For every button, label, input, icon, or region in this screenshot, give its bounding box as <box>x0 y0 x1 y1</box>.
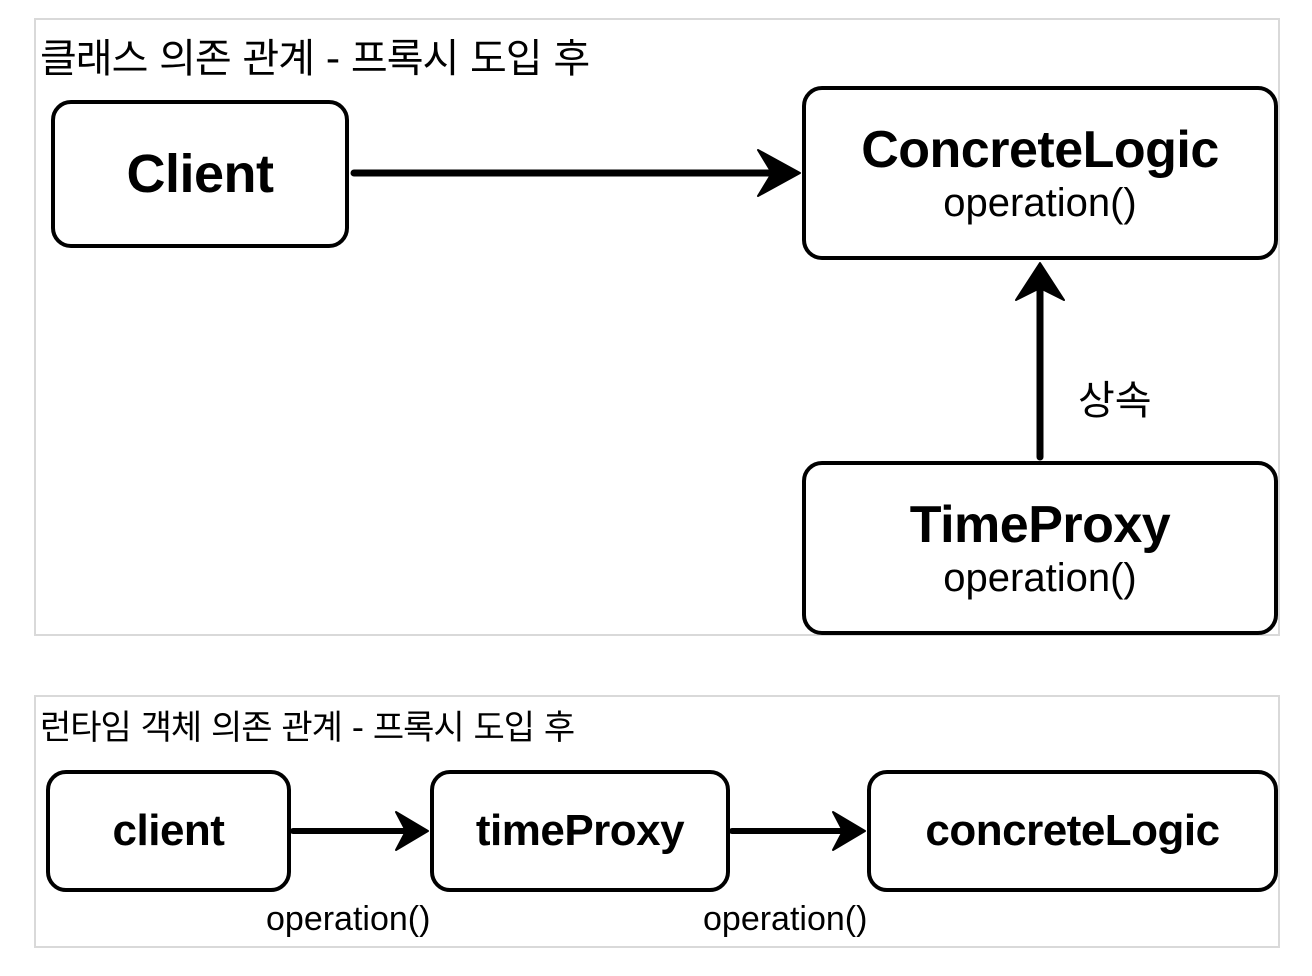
call-label-proxy-to-logic: operation() <box>703 900 868 938</box>
arrow-inheritance-time-proxy-to-concrete-logic <box>1015 262 1065 461</box>
concrete-logic-method: operation() <box>943 180 1137 225</box>
runtime-dependency-title: 런타임 객체 의존 관계 - 프록시 도입 후 <box>40 708 575 748</box>
concrete-logic-class-name: ConcreteLogic <box>861 121 1219 180</box>
client-class-name: Client <box>126 144 274 204</box>
client-object-name: client <box>112 806 225 855</box>
time-proxy-method: operation() <box>943 555 1137 600</box>
arrow-runtime-client-to-proxy <box>290 811 429 851</box>
client-class-box: Client <box>51 100 349 248</box>
concrete-logic-object-box: concreteLogic <box>867 770 1278 892</box>
client-object-box: client <box>46 770 291 892</box>
class-dependency-title: 클래스 의존 관계 - 프록시 도입 후 <box>40 36 590 82</box>
time-proxy-class-name: TimeProxy <box>909 496 1171 555</box>
time-proxy-object-box: timeProxy <box>430 770 730 892</box>
call-label-client-to-proxy: operation() <box>266 900 431 938</box>
concrete-logic-object-name: concreteLogic <box>925 806 1220 855</box>
time-proxy-object-name: timeProxy <box>475 806 685 855</box>
inheritance-label: 상속 <box>1078 378 1152 424</box>
arrow-client-to-concrete-logic <box>350 149 801 197</box>
arrow-runtime-proxy-to-logic <box>729 811 866 851</box>
concrete-logic-class-box: ConcreteLogic operation() <box>802 86 1278 260</box>
time-proxy-class-box: TimeProxy operation() <box>802 461 1278 635</box>
